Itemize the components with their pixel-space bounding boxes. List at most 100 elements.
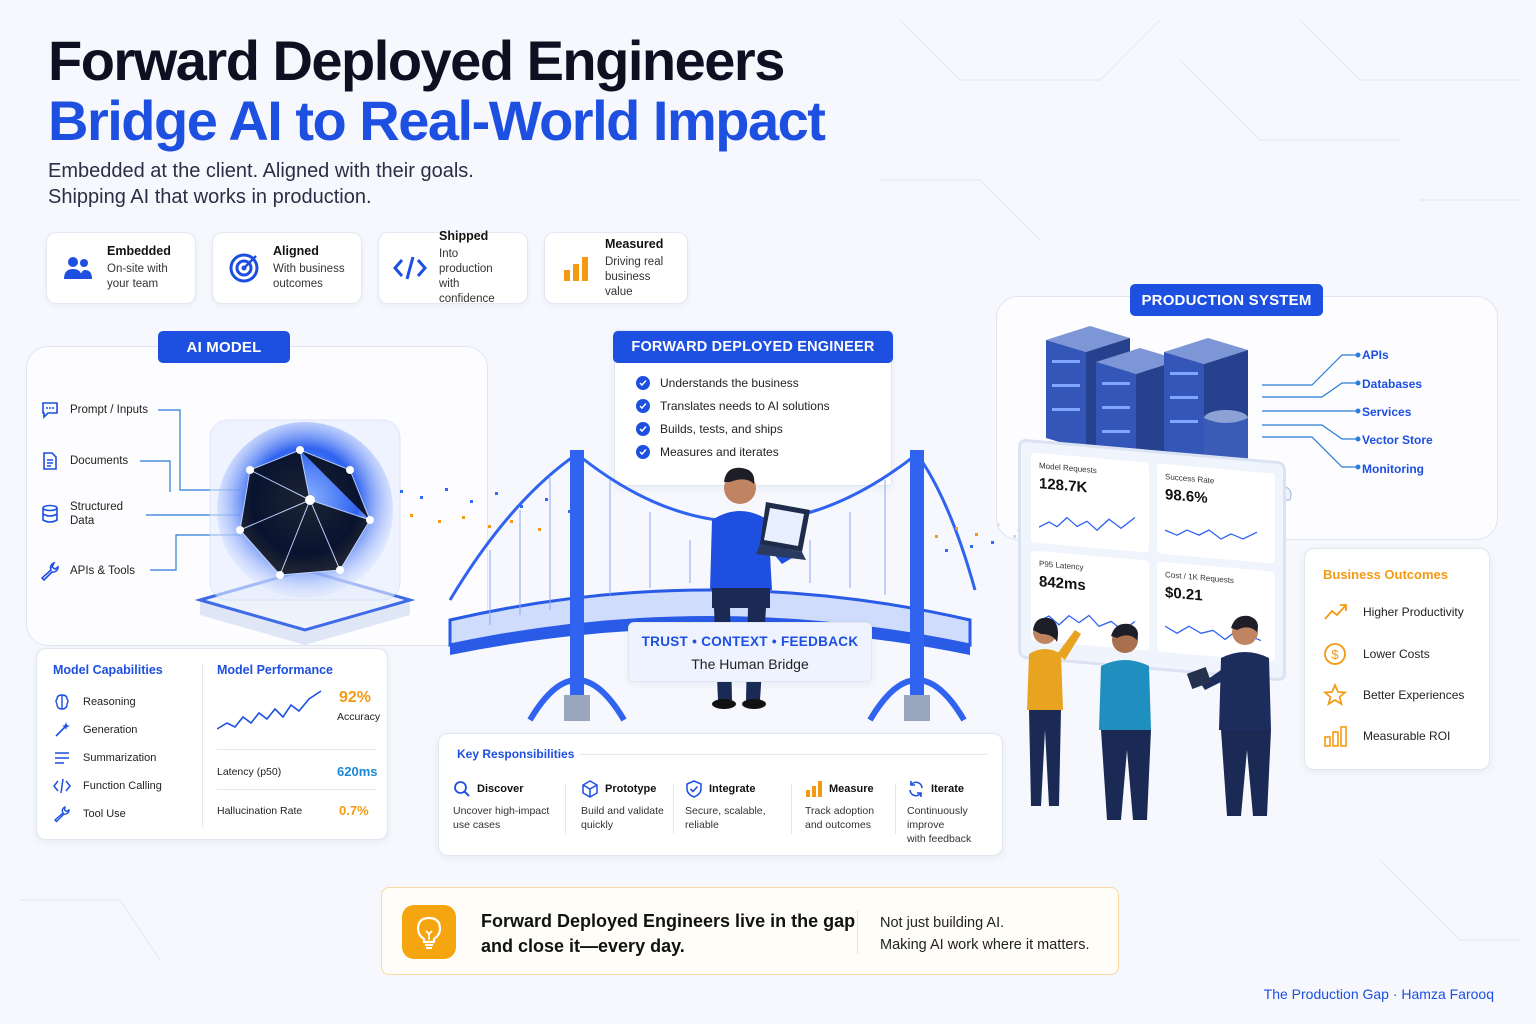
divider (895, 784, 896, 834)
capabilities-title: Model Capabilities (53, 663, 163, 677)
accuracy-value: 92% (339, 689, 372, 706)
performance-title: Model Performance (217, 663, 334, 677)
feature-title: Shipped (439, 229, 489, 243)
responsibility-title: Measure (829, 783, 874, 795)
responsibility-desc: Secure, scalable, (685, 805, 766, 817)
callout-side: Not just building AI. Making AI work whe… (880, 912, 1090, 956)
capability-summarization: Summarization (53, 749, 156, 767)
capability-reasoning: Reasoning (53, 693, 136, 711)
capability-label: Function Calling (83, 780, 162, 792)
check-icon (636, 422, 650, 436)
data-particle-stream (400, 488, 571, 531)
responsibility-desc: reliable (685, 819, 719, 831)
outcome-label: Higher Productivity (1363, 605, 1464, 619)
list-lines-icon (55, 752, 69, 764)
author-credit: The Production Gap · Hamza Farooq (1263, 986, 1494, 1002)
metric-value: 98.6% (1165, 486, 1208, 507)
responsibilities-card: Key Responsibilities Discover Uncover hi… (438, 733, 1003, 856)
callout-main-line: and close it—every day. (481, 936, 685, 956)
responsibility-desc: with feedback (907, 833, 972, 845)
outcome-productivity: Higher Productivity (1323, 601, 1464, 623)
capability-label: Summarization (83, 752, 157, 764)
feature-desc: Into production (439, 248, 493, 275)
production-item-monitoring: Monitoring (1362, 462, 1424, 476)
responsibility-title: Iterate (931, 783, 965, 795)
feature-desc: business value (605, 270, 651, 298)
engineer-point: Builds, tests, and ships (636, 422, 830, 436)
engineer-label: FORWARD DEPLOYED ENGINEER (613, 331, 893, 363)
divider (217, 749, 377, 750)
callout-side-line: Not just building AI. (880, 915, 1005, 931)
point-text: Understands the business (660, 376, 799, 390)
metric-value: $0.21 (1165, 584, 1203, 605)
subtitle-line: Shipping AI that works in production. (48, 186, 372, 208)
feature-desc: outcomes (273, 278, 323, 290)
responsibilities-title: Key Responsibilities (457, 747, 575, 761)
production-item-vector-store: Vector Store (1362, 433, 1433, 447)
responsibility-title: Prototype (605, 783, 657, 795)
metric-label: Cost / 1K Requests (1165, 570, 1234, 586)
responsibility-desc: Continuously improve (907, 805, 968, 831)
hallucination-value: 0.7% (339, 803, 369, 818)
feature-desc: Driving real (605, 255, 664, 268)
responsibility-desc: Uncover high-impact (453, 805, 550, 817)
engineer-point: Understands the business (636, 376, 830, 390)
shield-check-icon (686, 780, 702, 798)
responsibility-desc: use cases (453, 819, 501, 831)
production-item-services: Services (1362, 405, 1412, 419)
engineer-point: Translates needs to AI solutions (636, 399, 830, 413)
responsibility-measure: Measure Track adoption and outcomes (805, 780, 901, 832)
check-icon (636, 445, 650, 459)
responsibility-prototype: Prototype Build and validate quickly (581, 780, 677, 832)
input-label: Structured Data (70, 501, 124, 527)
bridge-values: TRUST • CONTEXT • FEEDBACK (641, 634, 859, 649)
hallucination-label: Hallucination Rate (217, 805, 303, 817)
capability-tool-use: Tool Use (53, 805, 126, 823)
input-documents: Documents (40, 451, 128, 471)
stakeholders-illustration (1027, 615, 1271, 820)
search-icon (454, 781, 470, 797)
neural-network-sphere (194, 419, 416, 645)
gap-callout: Forward Deployed Engineers live in the g… (381, 887, 1119, 975)
capability-generation: Generation (53, 721, 137, 739)
responsibility-desc: Track adoption (805, 805, 875, 817)
responsibility-desc: Build and validate (581, 805, 664, 817)
input-structured-data: Structured Data (40, 500, 140, 528)
responsibility-integrate: Integrate Secure, scalable, reliable (685, 780, 785, 832)
people-icon (61, 251, 95, 285)
latency-label: Latency (p50) (217, 766, 282, 778)
production-connectors (1262, 352, 1361, 470)
accuracy-label: Accuracy (337, 711, 381, 723)
point-text: Measures and iterates (660, 445, 779, 459)
feature-title: Aligned (273, 244, 319, 258)
callout-main: Forward Deployed Engineers live in the g… (481, 909, 855, 959)
metric-card: Model Requests 128.7K (1031, 452, 1149, 553)
input-label: Documents (70, 455, 129, 467)
check-icon (636, 376, 650, 390)
bridge-caption: The Human Bridge (691, 656, 809, 672)
input-label: Prompt / Inputs (70, 404, 148, 416)
metric-label: Success Rate (1165, 472, 1215, 486)
metric-value: 842ms (1039, 573, 1086, 595)
feature-title: Embedded (107, 244, 171, 258)
lightbulb-icon (402, 905, 456, 959)
capability-label: Tool Use (83, 808, 126, 820)
input-label: APIs & Tools (70, 565, 135, 577)
page-title: Forward Deployed Engineers (48, 29, 785, 92)
input-prompt: Prompt / Inputs (40, 400, 148, 420)
brain-icon (55, 694, 69, 710)
metric-value: 128.7K (1039, 475, 1088, 497)
human-bridge-label: TRUST • CONTEXT • FEEDBACK The Human Bri… (628, 622, 872, 682)
refresh-icon (909, 781, 923, 797)
engineer-points: Understands the business Translates need… (636, 376, 830, 459)
svg-text:$: $ (1331, 647, 1339, 662)
page-subtitle: Embedded at the client. Aligned with the… (48, 158, 474, 210)
bar-chart-icon (806, 781, 822, 797)
model-card: Model Capabilities Reasoning Generation … (36, 648, 388, 840)
metric-card: Success Rate 98.6% (1157, 463, 1275, 564)
input-apis-tools: APIs & Tools (40, 561, 135, 581)
